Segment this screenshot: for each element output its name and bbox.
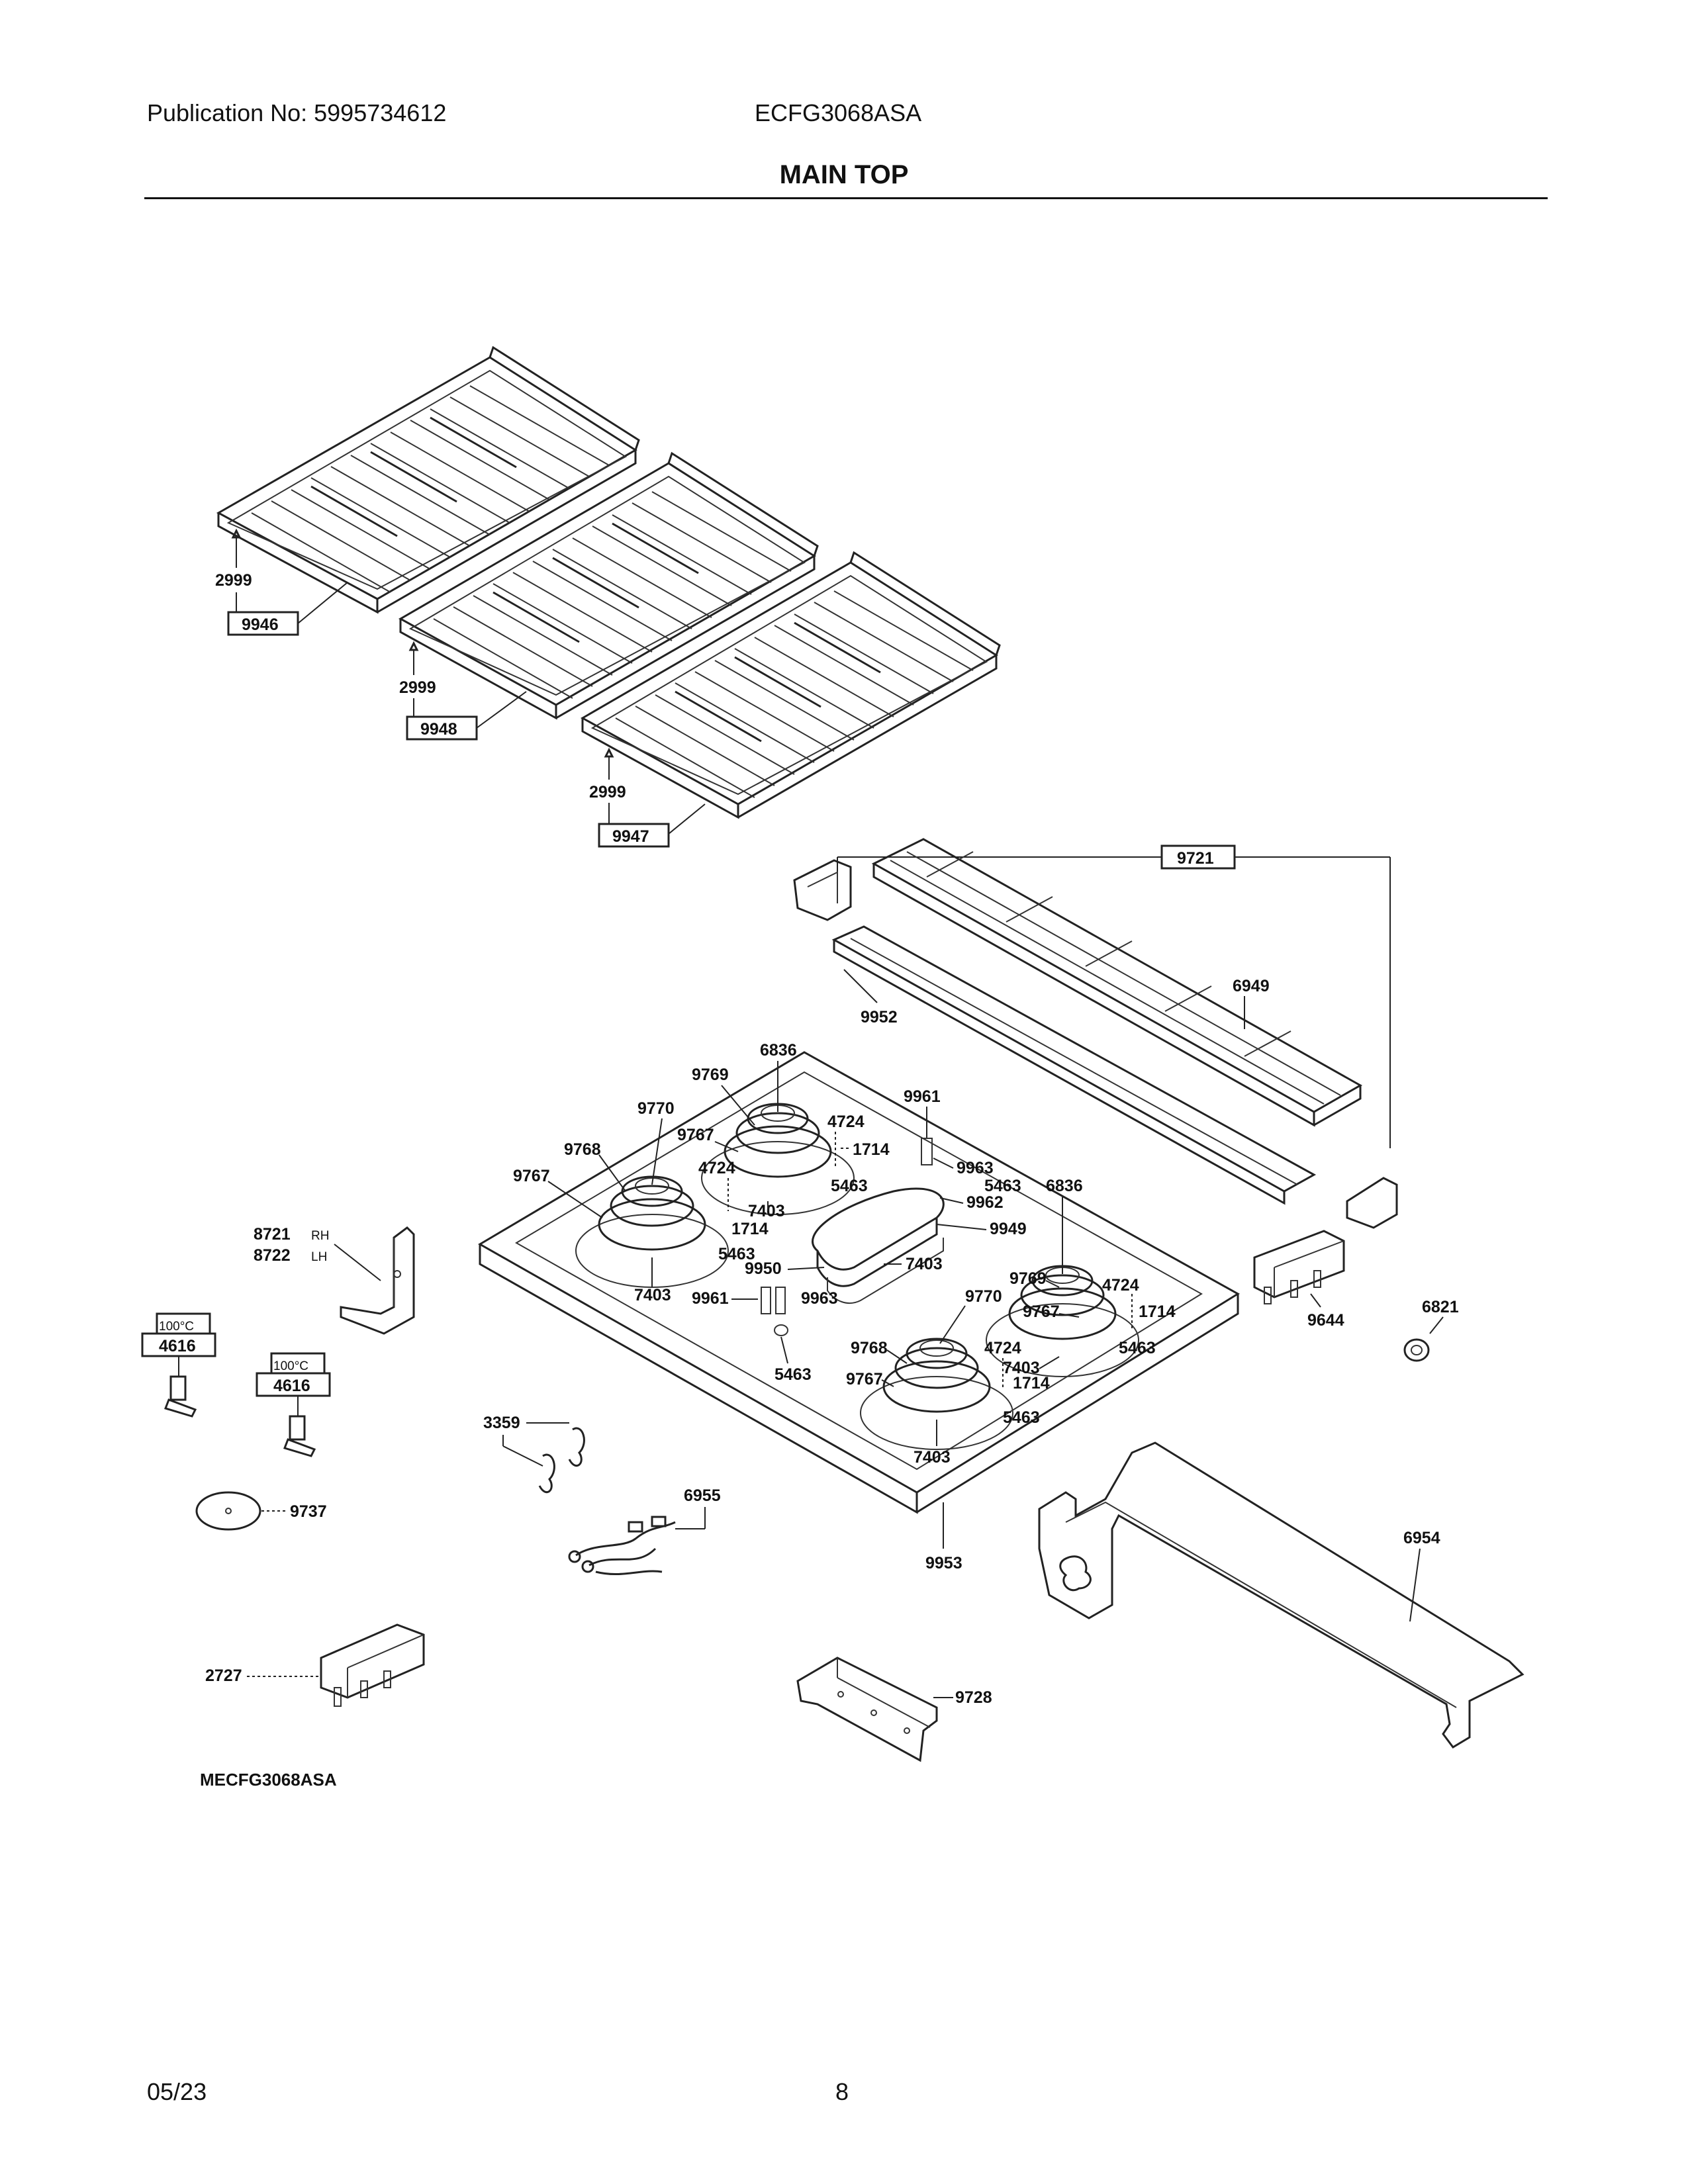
part-label: 9770	[637, 1099, 675, 1118]
grate-left	[216, 345, 640, 614]
part-label: 9961	[692, 1289, 729, 1308]
burner-back	[701, 1103, 855, 1215]
part-label: 5463	[831, 1177, 868, 1195]
part-label: 9950	[745, 1259, 782, 1278]
part-label: RH	[311, 1229, 329, 1243]
page-number: 8	[835, 2078, 849, 2105]
grate-right	[580, 551, 1001, 819]
burner-front	[860, 1338, 1013, 1450]
part-label: 8722	[254, 1246, 291, 1265]
part-label: 9728	[955, 1688, 992, 1707]
part-label: 9952	[861, 1008, 898, 1026]
part-label: 9962	[966, 1193, 1004, 1212]
diagram-code: MECFG3068ASA	[200, 1770, 337, 1790]
switch-block: 9644	[1253, 1230, 1345, 1330]
part-label: 100°C	[273, 1359, 308, 1373]
part-label: 4724	[827, 1113, 865, 1131]
part-label: 9767	[677, 1126, 714, 1144]
part-label: 9770	[965, 1287, 1002, 1306]
part-label: 9769	[692, 1066, 729, 1084]
limit-switch-1: 100°C 4616	[141, 1312, 216, 1418]
part-label: 7403	[906, 1255, 943, 1273]
spark-module: 2727	[205, 1623, 425, 1707]
grommet: 6821	[1403, 1298, 1459, 1362]
part-label: 3359	[483, 1414, 520, 1432]
support-bracket: 9728	[796, 1657, 992, 1762]
part-label: 4724	[1102, 1276, 1139, 1295]
part-label: 9767	[1023, 1302, 1060, 1321]
part-label: 4724	[698, 1159, 735, 1177]
part-label: LH	[311, 1250, 327, 1264]
part-label: 1714	[1013, 1374, 1050, 1392]
heat-shield: 9737	[195, 1491, 327, 1531]
publication-number: Publication No: 5995734612	[147, 99, 447, 126]
burner-callouts: 6836 9769 9770 9767 9768 9767 4724 1714 …	[513, 1041, 1176, 1467]
side-bracket: 8721 RH 8722 LH	[254, 1225, 415, 1335]
limit-switch-2: 100°C 4616	[256, 1352, 331, 1457]
part-label: 1714	[1139, 1302, 1176, 1321]
part-label: 5463	[718, 1245, 755, 1263]
title-rule	[144, 197, 1548, 199]
part-label: 2999	[215, 571, 252, 590]
part-label: 6821	[1422, 1298, 1459, 1316]
part-label: 7403	[914, 1448, 951, 1467]
wire-harness: 6955	[568, 1486, 721, 1576]
part-label: 6955	[684, 1486, 721, 1505]
part-label: 9768	[851, 1339, 888, 1357]
part-label: 9948	[420, 720, 457, 739]
part-label: 9767	[846, 1370, 883, 1388]
part-label: 7403	[748, 1202, 785, 1220]
part-label: 9767	[513, 1167, 550, 1185]
part-label: 9949	[990, 1220, 1027, 1238]
page-title: MAIN TOP	[779, 160, 909, 189]
part-label: 9947	[612, 827, 649, 846]
part-label: 6836	[1046, 1177, 1083, 1195]
part-label: 4616	[159, 1337, 196, 1355]
backguard-assembly: 9721 6949 9952	[793, 838, 1398, 1229]
main-top-panel: 9953	[478, 1051, 1240, 1572]
part-label: 7403	[1003, 1359, 1040, 1377]
part-label: 1714	[731, 1220, 769, 1238]
part-label: 2727	[205, 1666, 242, 1685]
rear-panel: 6954	[1038, 1441, 1524, 1749]
part-label: 5463	[774, 1365, 812, 1384]
wire-clips: 3359	[483, 1414, 585, 1494]
model-number: ECFG3068ASA	[755, 99, 922, 126]
oval-burner	[812, 1187, 945, 1304]
part-label: 4724	[984, 1339, 1021, 1357]
part-label: 9769	[1009, 1269, 1047, 1288]
part-label: 2999	[589, 783, 626, 801]
part-label: 6836	[760, 1041, 797, 1060]
part-label: 5463	[1003, 1408, 1040, 1427]
part-label: 9961	[904, 1087, 941, 1106]
grate-foot-callouts: 2999 9946 2999 9948 2999 9947	[215, 528, 706, 848]
burner-left	[575, 1175, 729, 1288]
part-label: 7403	[634, 1286, 671, 1304]
part-label: 8721	[254, 1225, 291, 1244]
part-label: 6954	[1403, 1529, 1440, 1547]
part-label: 9737	[290, 1502, 327, 1521]
part-label: 4616	[273, 1377, 310, 1395]
part-label: 2999	[399, 678, 436, 697]
footer-date: 05/23	[147, 2078, 207, 2105]
part-label: 5463	[1119, 1339, 1156, 1357]
part-label: 9946	[242, 615, 279, 634]
part-label: 9721	[1177, 849, 1214, 868]
part-label: 5463	[984, 1177, 1021, 1195]
part-label: 1714	[853, 1140, 890, 1159]
part-label: 9963	[957, 1159, 994, 1177]
part-label: 9644	[1307, 1311, 1344, 1330]
part-label: 6949	[1233, 977, 1270, 995]
part-label: 100°C	[159, 1320, 194, 1334]
grate-middle	[398, 451, 819, 720]
part-label: 9953	[925, 1554, 962, 1572]
part-label: 9963	[801, 1289, 838, 1308]
part-label: 9768	[564, 1140, 601, 1159]
